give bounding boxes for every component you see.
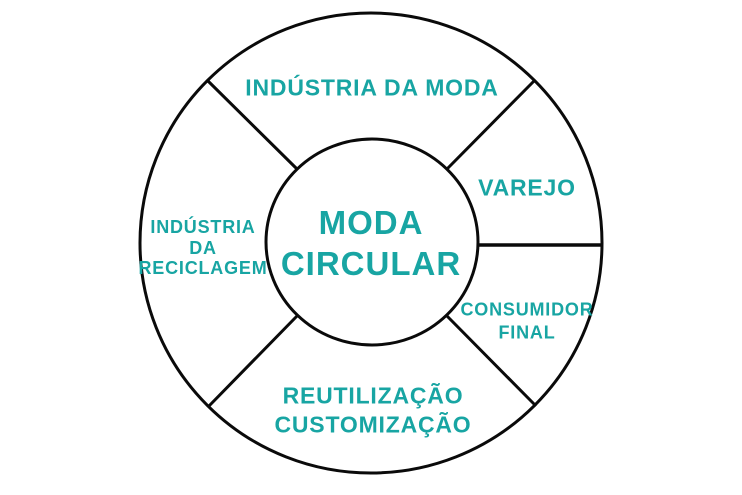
divider-lower-left (206, 314, 299, 409)
divider-lower-right (445, 314, 538, 408)
divider-upper-left (206, 79, 299, 171)
inner-hub-circle (264, 137, 480, 347)
divider-upper-right (445, 79, 536, 171)
